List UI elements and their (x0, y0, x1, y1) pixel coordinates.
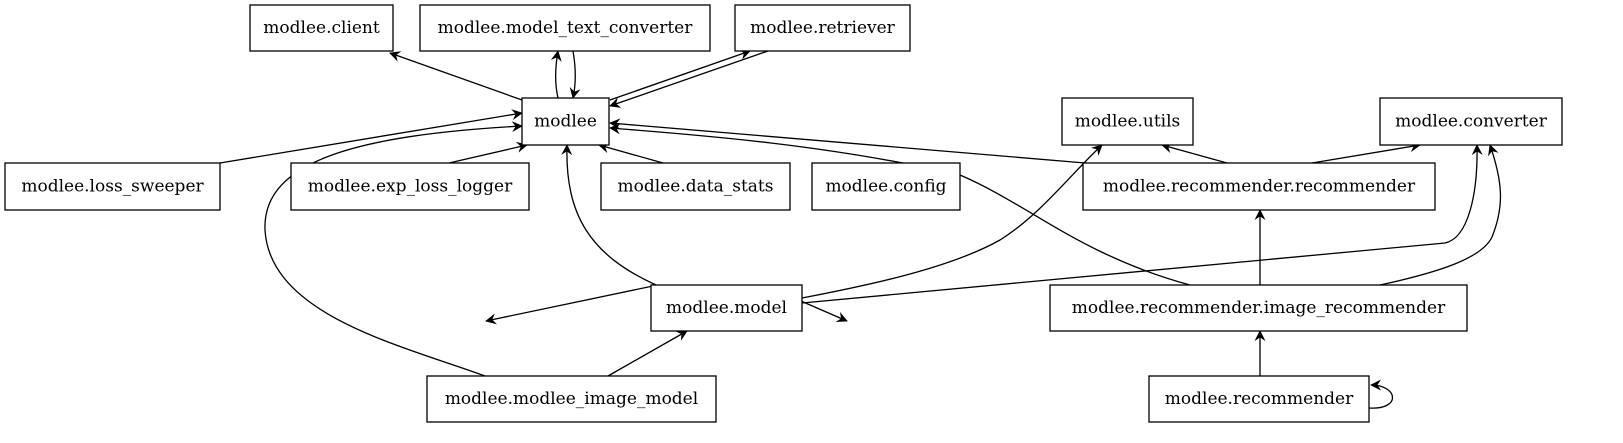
node-modlee-retriever[interactable]: modlee.retriever (734, 4, 911, 52)
edge-recommender-self-loop (1368, 379, 1394, 409)
edge-loss-sweeper-to-modlee (219, 109, 523, 164)
node-modlee-utils[interactable]: modlee.utils (1061, 97, 1194, 146)
node-label: modlee.recommender.image_recommender (1072, 298, 1446, 318)
edge-model-to-converter (801, 144, 1483, 304)
node-label: modlee.client (263, 18, 380, 38)
edge-retriever-to-modlee (609, 50, 769, 108)
edge-modlee-to-retriever (609, 49, 751, 101)
node-modlee-recommender[interactable]: modlee.recommender (1148, 375, 1370, 423)
node-modlee-loss-sweeper[interactable]: modlee.loss_sweeper (4, 162, 221, 211)
node-label: modlee.recommender (1165, 389, 1354, 409)
node-modlee-modlee-image-model[interactable]: modlee.modlee_image_model (426, 375, 717, 423)
node-label: modlee.model_text_converter (438, 18, 694, 38)
edge-model-text-converter-to-modlee (569, 50, 581, 99)
node-modlee-data-stats[interactable]: modlee.data_stats (600, 162, 791, 211)
edge-modlee-image-model-to-model (607, 330, 688, 377)
node-label: modlee.data_stats (618, 177, 774, 197)
edge-image-recommender-to-converter (1379, 144, 1502, 286)
node-label: modlee.config (825, 177, 946, 197)
node-modlee-exp-loss-logger[interactable]: modlee.exp_loss_logger (290, 162, 530, 211)
node-modlee-client[interactable]: modlee.client (249, 4, 394, 52)
node-modlee-converter[interactable]: modlee.converter (1379, 97, 1563, 146)
edge-recommender-recommender-to-modlee (609, 118, 1086, 164)
edge-model-to-modlee (561, 144, 657, 286)
node-label: modlee.model (666, 298, 787, 318)
edge-modlee-to-client (389, 51, 523, 101)
node-modlee-recommender-recommender[interactable]: modlee.recommender.recommender (1082, 162, 1436, 211)
edge-recommender-recommender-to-converter (1311, 141, 1421, 164)
node-modlee-model-text-converter[interactable]: modlee.model_text_converter (419, 4, 711, 52)
node-modlee-model[interactable]: modlee.model (650, 284, 803, 332)
node-modlee[interactable]: modlee (521, 97, 610, 146)
edge-model-to-utils (801, 144, 1103, 299)
node-label: modlee.retriever (750, 18, 896, 38)
node-label: modlee.utils (1075, 112, 1181, 132)
node-modlee-recommender-image-recommender[interactable]: modlee.recommender.image_recommender (1049, 284, 1468, 332)
node-label: modlee.converter (1395, 112, 1548, 132)
node-label: modlee.loss_sweeper (21, 177, 204, 197)
node-label: modlee (534, 112, 597, 132)
edge-model-to-exp-loss-logger (485, 285, 654, 325)
node-label: modlee.recommender.recommender (1103, 177, 1416, 197)
edge-modlee-image-model-to-modlee (264, 121, 523, 377)
node-label: modlee.exp_loss_logger (308, 177, 513, 197)
node-label: modlee.modlee_image_model (445, 389, 698, 409)
node-modlee-config[interactable]: modlee.config (811, 162, 961, 211)
edge-modlee-to-model-text-converter (550, 50, 562, 99)
edge-exp-loss-logger-to-modlee (448, 141, 528, 164)
edge-data-stats-to-modlee (598, 142, 664, 164)
edge-recommender-recommender-to-utils (1161, 142, 1228, 164)
